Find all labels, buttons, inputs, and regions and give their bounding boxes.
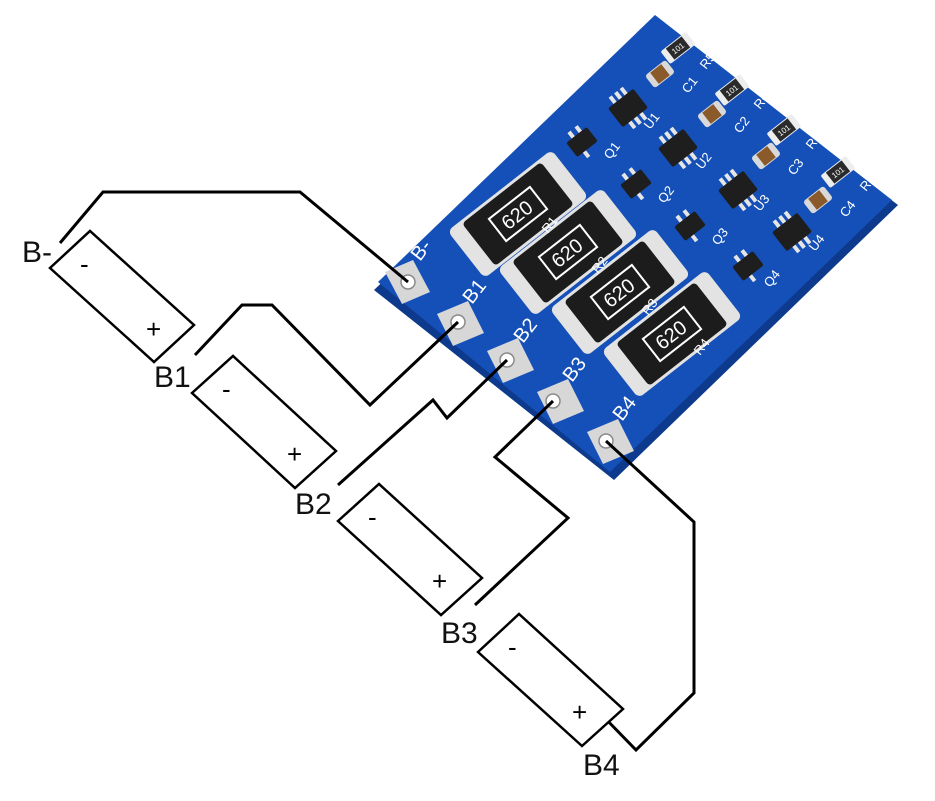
resistor-r2: 620 [499, 190, 637, 314]
transistor-q3 [675, 209, 705, 243]
smd-resistor-r8: 101 [821, 156, 855, 188]
ic-u3 [718, 168, 758, 212]
transistor-q4 [733, 249, 763, 283]
wire-b-minus [58, 190, 409, 284]
resistor-r1: 620 [449, 152, 587, 276]
capacitor-c2 [698, 100, 726, 128]
resistor-r3: 620 [551, 230, 689, 354]
wires [58, 190, 696, 753]
node-label-b3: B3 [441, 617, 478, 650]
ic-u1 [608, 86, 648, 130]
node-label-b2: B2 [295, 488, 332, 521]
node-label-b-minus: B- [22, 236, 52, 269]
battery-cell-4: - + [476, 612, 625, 748]
capacitor-c3 [752, 142, 780, 170]
smd-resistor-r6: 101 [715, 74, 749, 106]
capacitor-c1 [646, 60, 674, 88]
cell-3-minus-sign: - [368, 502, 377, 532]
smd-resistor-r5: 101 [661, 32, 695, 64]
transistor-q1 [567, 125, 597, 159]
ic-u2 [658, 126, 698, 170]
battery-cell-3: - + [336, 482, 484, 617]
capacitor-c4 [804, 186, 832, 214]
cell-1-plus-sign: + [146, 314, 161, 344]
cell-4-body [476, 612, 625, 748]
cell-4-minus-sign: - [508, 632, 517, 662]
node-label-b1: B1 [154, 361, 191, 394]
wire-b2 [336, 358, 509, 487]
balancer-board: B- B1 B2 B3 B4 620 620 620 620 [374, 15, 898, 480]
wire-b3 [473, 399, 571, 607]
ic-u4 [772, 210, 812, 254]
cell-1-minus-sign: - [80, 249, 89, 279]
wire-b4 [598, 439, 696, 753]
battery-cell-2: - + [190, 354, 338, 490]
cell-1-body [48, 229, 196, 364]
cell-2-plus-sign: + [287, 439, 302, 469]
smd-resistor-r7: 101 [767, 114, 801, 146]
node-label-b4: B4 [583, 749, 620, 782]
cell-4-plus-sign: + [572, 697, 587, 727]
battery-cell-1: - + [48, 229, 196, 364]
pad-b4 [587, 419, 634, 464]
cell-3-plus-sign: + [432, 566, 447, 596]
cell-2-body [190, 354, 338, 490]
cell-2-minus-sign: - [222, 374, 231, 404]
transistor-q2 [621, 167, 651, 201]
resistor-r4: 620 [603, 272, 741, 396]
cell-3-body [336, 482, 484, 617]
wire-b1 [193, 303, 460, 408]
